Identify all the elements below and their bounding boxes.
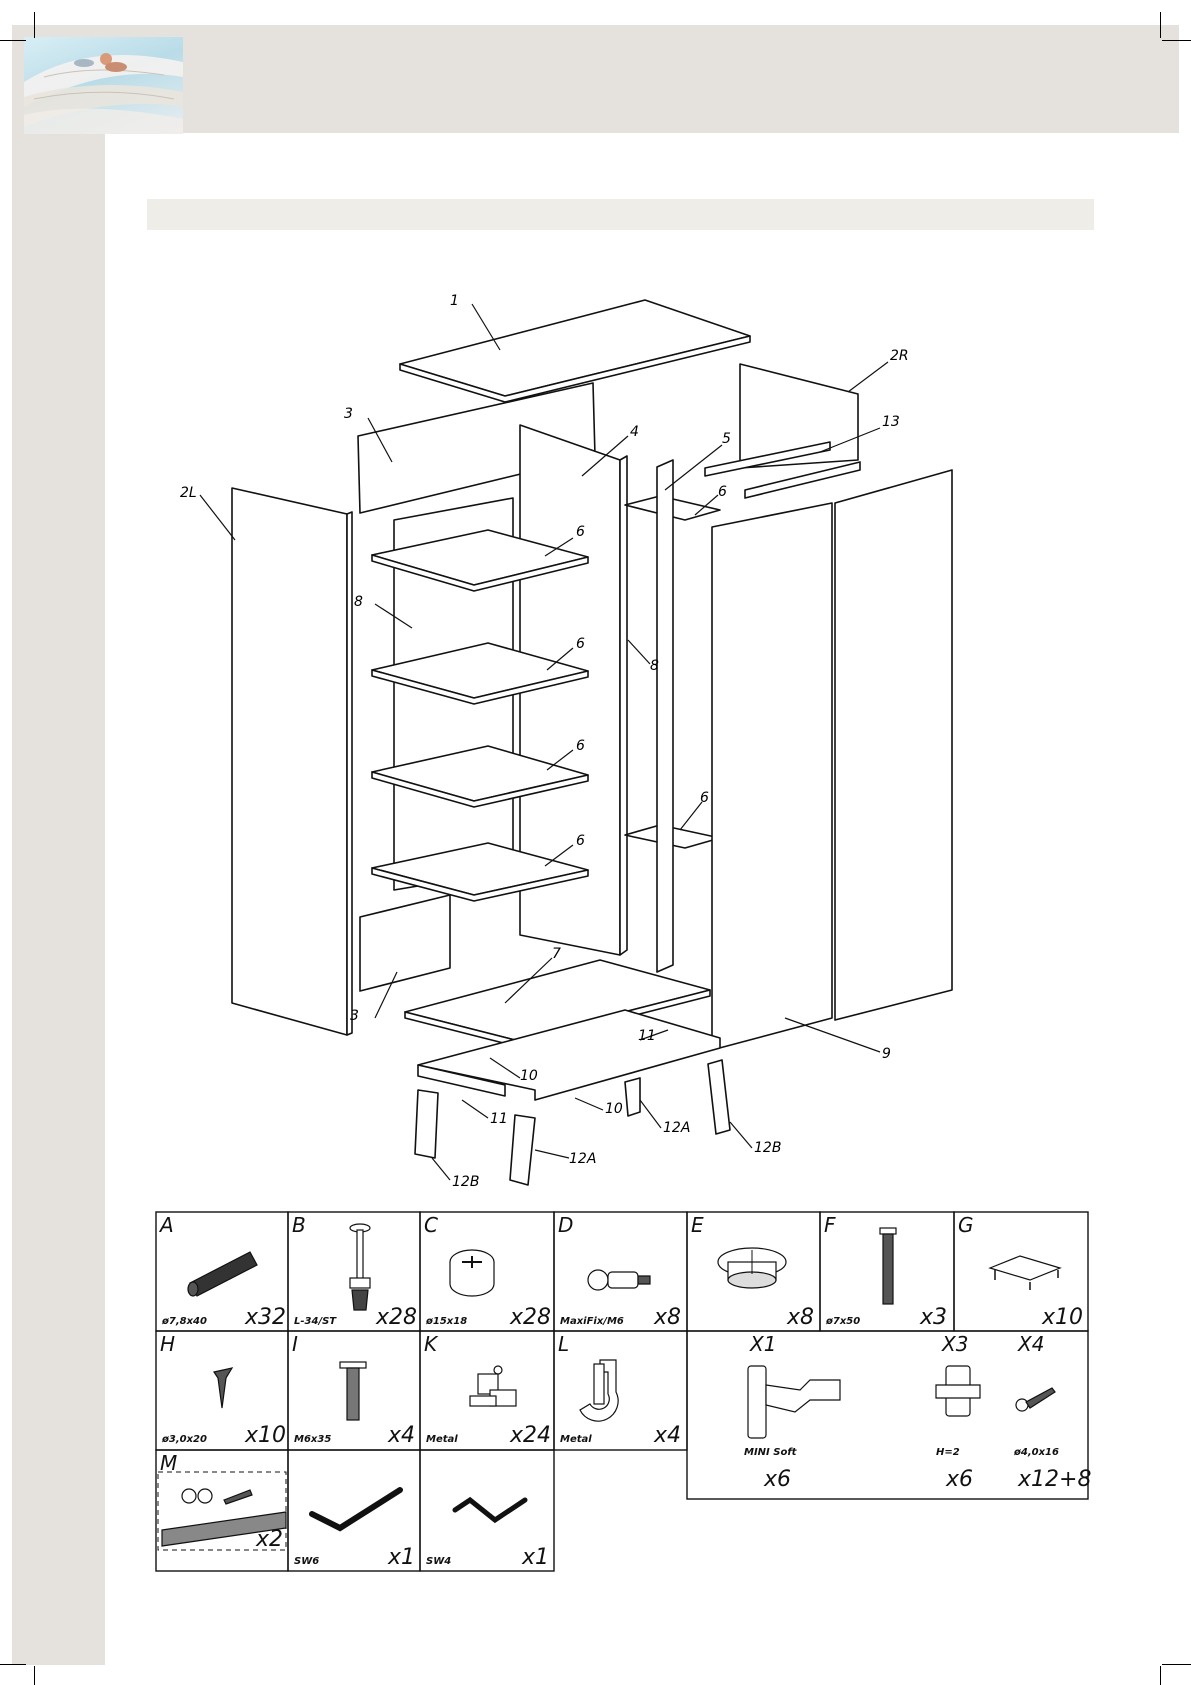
part-letter: C bbox=[424, 1213, 438, 1237]
part-qty: x28 bbox=[509, 1305, 551, 1330]
part-spec: SW6 bbox=[294, 1556, 319, 1567]
part-qty: x10 bbox=[244, 1423, 286, 1448]
part-spec: M6x35 bbox=[294, 1434, 331, 1445]
part-letter: G bbox=[958, 1213, 974, 1237]
part-qty: x8 bbox=[653, 1305, 681, 1330]
cam-lock-icon bbox=[450, 1250, 494, 1296]
part-letter: E bbox=[691, 1213, 704, 1237]
part-spec: ø7,8x40 bbox=[161, 1316, 207, 1327]
part-qty: x2 bbox=[255, 1527, 283, 1552]
part-spec: SW4 bbox=[426, 1556, 451, 1567]
part-qty: x1 bbox=[521, 1545, 549, 1570]
part-letter: F bbox=[824, 1213, 836, 1237]
dowel-icon bbox=[188, 1252, 257, 1296]
part-letter: M bbox=[160, 1451, 177, 1475]
part-spec: ø7x50 bbox=[825, 1316, 860, 1327]
hinge-spec: MINI Soft bbox=[744, 1447, 798, 1458]
part-qty: x32 bbox=[244, 1305, 286, 1330]
hinge-plate-icon bbox=[936, 1366, 980, 1416]
hinge-spec: ø4,0x16 bbox=[1013, 1447, 1059, 1458]
part-letter: L bbox=[558, 1332, 569, 1356]
hinge-spec: H=2 bbox=[936, 1447, 960, 1458]
screw-icon bbox=[880, 1228, 896, 1304]
part-qty: x28 bbox=[375, 1305, 417, 1330]
part-spec: ø15x18 bbox=[425, 1316, 467, 1327]
part-spec: Metal bbox=[560, 1434, 592, 1445]
hinge-letter: X1 bbox=[749, 1332, 776, 1356]
part-letter: H bbox=[160, 1332, 175, 1356]
part-spec: MaxiFix/M6 bbox=[560, 1316, 624, 1327]
part-spec: L-34/ST bbox=[294, 1316, 337, 1327]
part-qty: x4 bbox=[653, 1423, 681, 1448]
hinge-letter: X4 bbox=[1017, 1332, 1044, 1356]
mounting-plate-icon bbox=[990, 1256, 1060, 1290]
part-spec: Metal bbox=[426, 1434, 458, 1445]
hinge-screw-icon bbox=[1016, 1388, 1055, 1411]
cam-housing-icon bbox=[718, 1248, 786, 1288]
rail-holder-icon bbox=[580, 1360, 618, 1421]
part-qty: x24 bbox=[509, 1423, 551, 1448]
hinge-qty: x6 bbox=[945, 1467, 973, 1492]
part-spec: ø3,0x20 bbox=[161, 1434, 207, 1445]
part-letter: A bbox=[158, 1213, 174, 1237]
bolt-icon bbox=[340, 1362, 366, 1420]
part-qty: x1 bbox=[387, 1545, 415, 1570]
part-letter: D bbox=[558, 1213, 573, 1237]
cam-bolt-icon bbox=[350, 1224, 370, 1310]
hinge-qty: x12+8 bbox=[1017, 1467, 1091, 1492]
wood-screw-icon bbox=[214, 1368, 232, 1408]
hinge-qty: x6 bbox=[763, 1467, 791, 1492]
part-letter: B bbox=[292, 1213, 306, 1237]
hinge-icon bbox=[748, 1366, 840, 1438]
part-qty: x3 bbox=[919, 1305, 947, 1330]
part-qty: x8 bbox=[786, 1305, 814, 1330]
hinge-letter: X3 bbox=[941, 1332, 968, 1356]
hex-key-sw6-icon bbox=[312, 1490, 400, 1528]
hex-key-sw4-icon bbox=[455, 1500, 525, 1520]
maxifix-connector-icon bbox=[588, 1270, 650, 1290]
part-qty: x4 bbox=[387, 1423, 415, 1448]
part-letter: I bbox=[292, 1332, 298, 1356]
shelf-support-icon bbox=[470, 1366, 516, 1406]
part-letter: K bbox=[424, 1332, 439, 1356]
part-qty: x10 bbox=[1041, 1305, 1083, 1330]
